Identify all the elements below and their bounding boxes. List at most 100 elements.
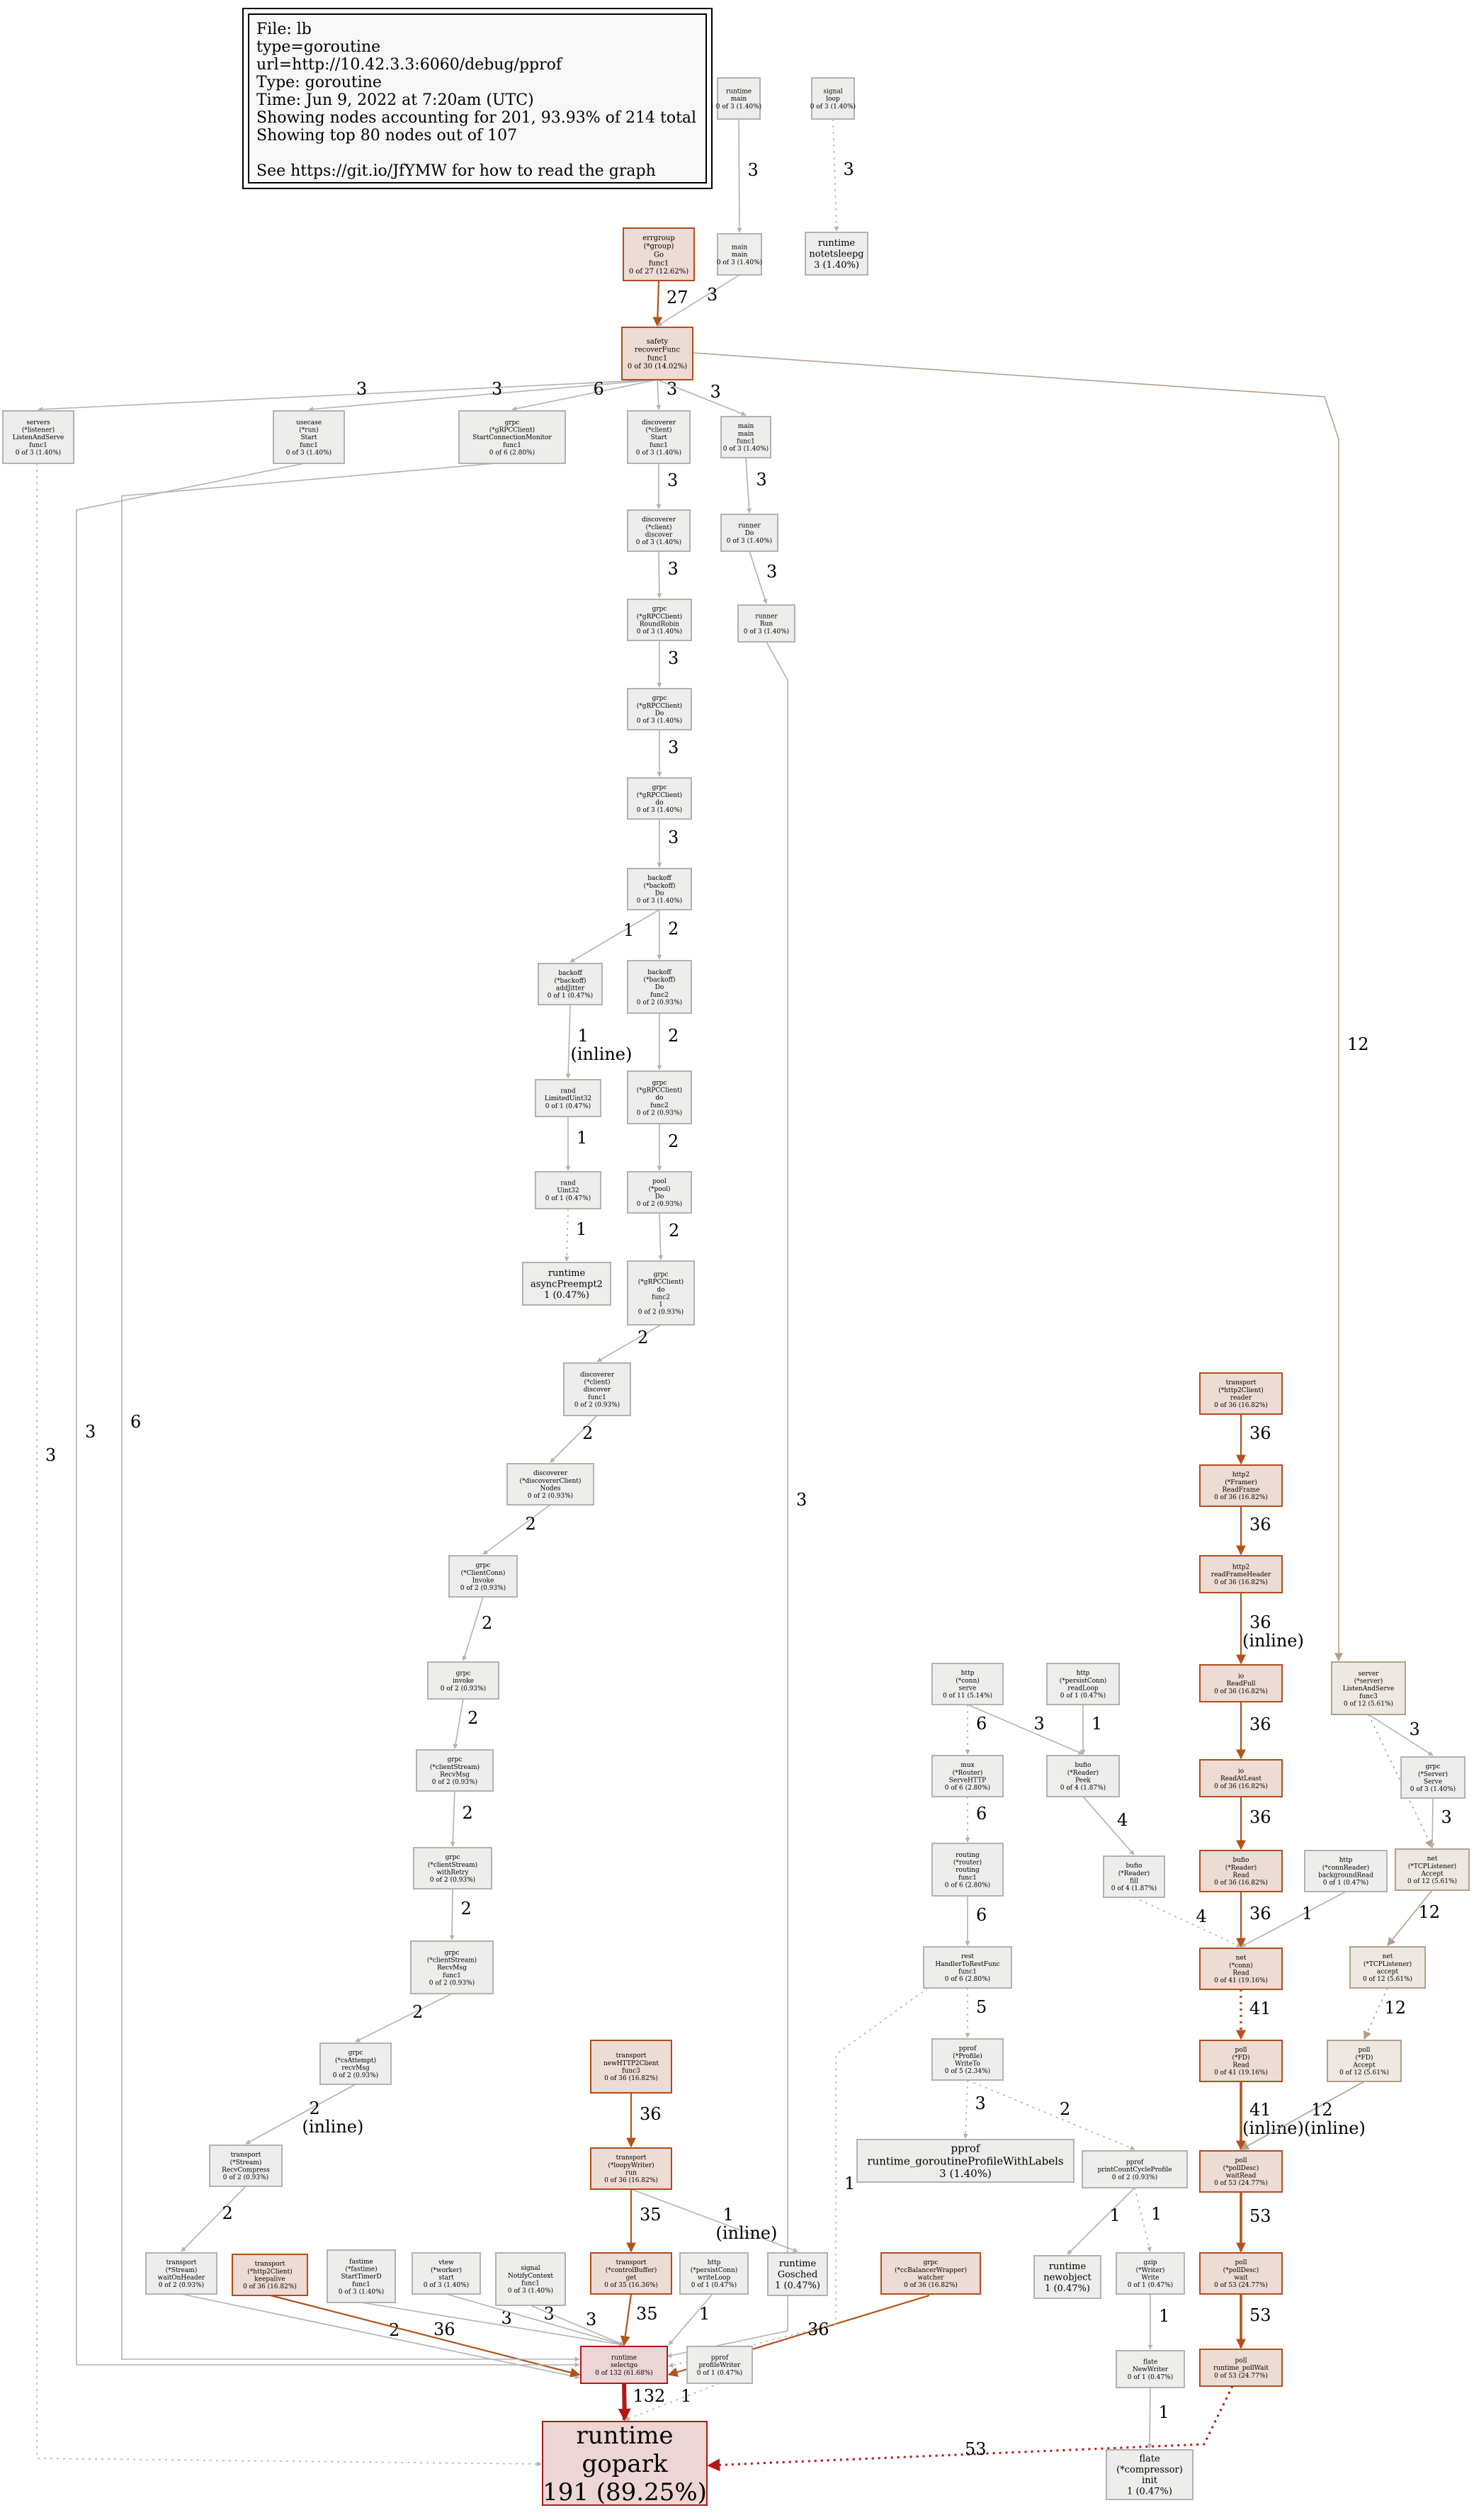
- node-box[interactable]: [1199, 1555, 1283, 1593]
- node-box[interactable]: [931, 1663, 1004, 1705]
- node-box[interactable]: [686, 2346, 753, 2384]
- node-box[interactable]: [2, 410, 74, 464]
- node-box[interactable]: [273, 410, 345, 464]
- node-box[interactable]: [931, 1843, 1004, 1897]
- node-box[interactable]: [580, 2346, 668, 2384]
- node-box[interactable]: [1199, 1664, 1283, 1702]
- node-box[interactable]: [627, 599, 692, 641]
- node-box[interactable]: [1082, 2150, 1188, 2188]
- node-box[interactable]: [720, 416, 771, 458]
- node-box[interactable]: [1349, 1946, 1426, 1989]
- node-box[interactable]: [327, 2249, 396, 2303]
- node-box[interactable]: [522, 1262, 611, 1306]
- node-box[interactable]: [1199, 2150, 1283, 2193]
- node-box[interactable]: [413, 1847, 492, 1889]
- node-box[interactable]: [1199, 1948, 1283, 1990]
- node-box[interactable]: [923, 1946, 1012, 1989]
- node-box[interactable]: [856, 2139, 1075, 2183]
- node-box[interactable]: [1106, 2449, 1194, 2500]
- node-box[interactable]: [1046, 1755, 1120, 1797]
- node-box[interactable]: [416, 1749, 494, 1792]
- node-box[interactable]: [627, 509, 691, 552]
- node-box[interactable]: [535, 1079, 601, 1117]
- node-box[interactable]: [1331, 1661, 1406, 1715]
- node-box[interactable]: [811, 77, 855, 120]
- node-box[interactable]: [1199, 1464, 1283, 1507]
- node-box[interactable]: [627, 777, 692, 820]
- node-box[interactable]: [535, 1171, 601, 1209]
- node-box[interactable]: [627, 688, 692, 730]
- node-box[interactable]: [410, 1940, 494, 1994]
- node-box[interactable]: [627, 868, 692, 910]
- node-box[interactable]: [319, 2042, 392, 2085]
- node-box[interactable]: [627, 1171, 692, 1214]
- node-box[interactable]: [1199, 1759, 1283, 1797]
- node-box[interactable]: [931, 2038, 1004, 2081]
- node-box[interactable]: [1304, 1850, 1388, 1892]
- node-box[interactable]: [1199, 2349, 1283, 2387]
- node-box[interactable]: [538, 963, 603, 1005]
- node-box[interactable]: [506, 1463, 594, 1505]
- node-box[interactable]: [1199, 1850, 1283, 1892]
- node-box[interactable]: [590, 2040, 672, 2094]
- node-box[interactable]: [1199, 2252, 1283, 2295]
- node-box[interactable]: [1199, 2040, 1283, 2082]
- node-box[interactable]: [717, 233, 762, 276]
- node-box[interactable]: [627, 1260, 695, 1326]
- node-box[interactable]: [495, 2252, 566, 2306]
- node-box[interactable]: [1116, 2350, 1185, 2388]
- node-box[interactable]: [1033, 2255, 1101, 2299]
- node-box[interactable]: [1199, 1372, 1283, 1415]
- node-box[interactable]: [590, 2147, 672, 2190]
- node-box[interactable]: [805, 232, 868, 276]
- node-box[interactable]: [880, 2252, 981, 2295]
- node-box[interactable]: [209, 2145, 283, 2187]
